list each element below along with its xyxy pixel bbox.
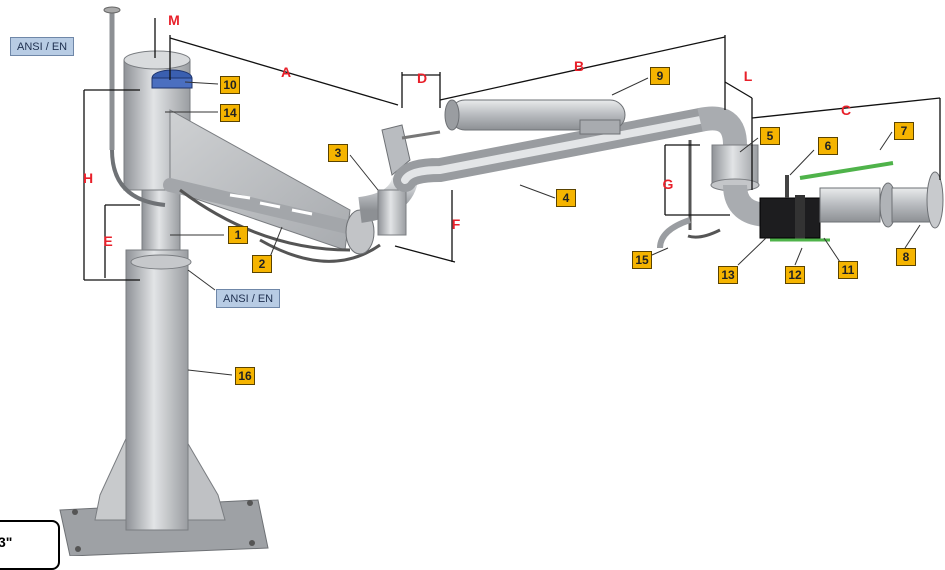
loading-arm-diagram [59,6,944,556]
callout-13: 13 [718,266,738,284]
callout-leaders [165,77,921,376]
dimension-c: C [840,102,852,118]
callout-4: 4 [556,189,576,207]
elbow-swivel [345,124,441,255]
top-swivel-flange [151,69,193,89]
support-column [123,50,192,531]
standard-label-mid: ANSI / EN [216,289,281,308]
callout-1: 1 [228,226,248,244]
vent-line [103,6,166,207]
size-label-box: 3" [0,520,60,570]
dimension-g: G [662,176,674,192]
dimension-e: E [103,233,113,249]
dimension-lines [83,18,941,281]
callout-11: 11 [838,261,858,279]
callout-5: 5 [760,127,780,145]
callout-2: 2 [252,255,272,273]
callout-15: 15 [632,251,652,269]
callout-3: 3 [328,144,348,162]
coupler-assembly [657,161,944,249]
callout-6: 6 [818,137,838,155]
dimension-h: H [82,170,94,186]
callout-12: 12 [785,266,805,284]
dimension-d: D [416,70,428,86]
dimension-l: L [743,68,753,84]
callout-8: 8 [896,248,916,266]
inner-arm [163,109,381,263]
dimension-a: A [280,64,292,80]
dimension-m: M [168,12,180,28]
standard-label-top: ANSI / EN [10,37,75,56]
dimension-b: B [573,58,585,74]
balance-cylinder [444,99,626,135]
dimension-f: F [451,216,461,232]
callout-9: 9 [650,67,670,85]
callout-7: 7 [894,122,914,140]
callout-14: 14 [220,104,240,122]
callout-16: 16 [235,367,255,385]
size-label-text: 3" [0,534,13,550]
callout-10: 10 [220,76,240,94]
outer-arm [393,106,747,230]
